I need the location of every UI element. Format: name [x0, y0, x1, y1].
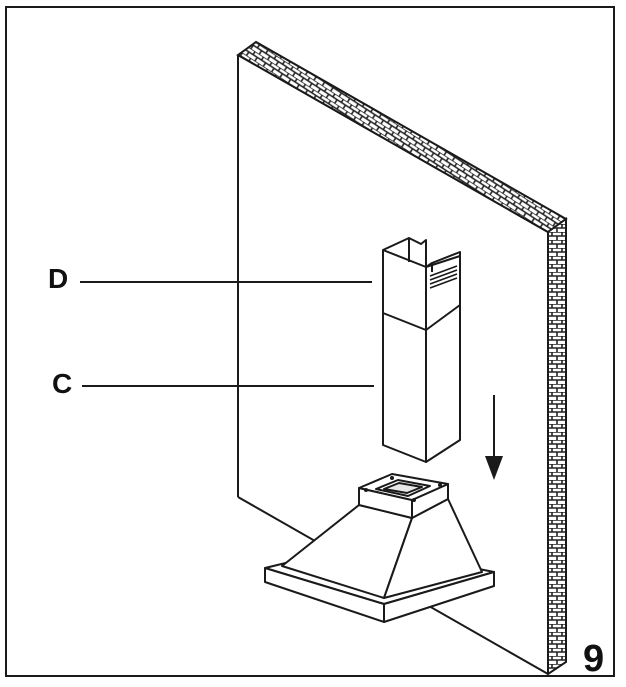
- hood: [264, 473, 495, 623]
- chimney-lower-c-front: [382, 307, 427, 463]
- chimney: [382, 237, 461, 463]
- chimney-vent-slots: [429, 265, 458, 289]
- wall-side-bricks: [547, 217, 567, 676]
- chimney-upper-d-top: [382, 237, 427, 267]
- figure-number: 9: [583, 638, 605, 680]
- label-c: C: [52, 368, 73, 399]
- wall-top-bricks: [236, 40, 568, 234]
- down-arrow: [485, 395, 503, 480]
- label-d: D: [48, 263, 69, 294]
